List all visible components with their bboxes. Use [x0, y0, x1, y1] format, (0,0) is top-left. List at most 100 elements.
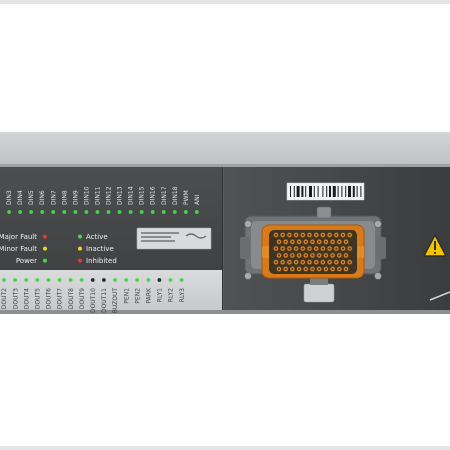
- dout-led: [79, 278, 84, 282]
- din-label: DIN6: [39, 190, 46, 205]
- din-label: ANI: [194, 194, 201, 205]
- legend-label: Active: [86, 233, 108, 241]
- din-label: DIN17: [161, 186, 168, 205]
- dout-label: DOUT10: [90, 288, 97, 313]
- dout-led: [146, 278, 151, 282]
- dout-label: PEN2: [134, 288, 141, 304]
- dout-label: DOUT9: [79, 288, 86, 309]
- multipin-connector: [240, 206, 386, 303]
- din-led: [95, 210, 100, 214]
- din-led: [84, 210, 89, 214]
- dout-led: [135, 278, 140, 282]
- din-led: [117, 210, 122, 214]
- din-label: DIN9: [72, 190, 79, 205]
- din-led: [172, 210, 177, 214]
- dout-row: DOUT2 DOUT3 DOUT4 DOUT5 DOUT6 DOUT7 DOUT8 DOUT9…: [1, 278, 186, 313]
- dout-label: PEN1: [123, 288, 130, 304]
- dout-label: RLY1: [157, 288, 164, 302]
- din-led: [18, 210, 22, 214]
- dout-label: DOUT4: [23, 288, 30, 309]
- din-led: [161, 210, 166, 214]
- din-label: DIN3: [6, 190, 13, 205]
- dout-led: [13, 278, 17, 282]
- dout-label: RLY3: [179, 288, 186, 302]
- dout-led: [68, 278, 73, 282]
- barcode-label: [286, 182, 365, 201]
- din-row: DIN2 DIN3 DIN4 DIN5 DIN6 DIN7 DIN8 DIN9 DIN10 DIN…: [0, 186, 201, 214]
- legend-label: Inhibited: [86, 257, 117, 265]
- din-label: DIN12: [106, 186, 113, 205]
- dout-led: [102, 278, 106, 282]
- din-label: DIN13: [117, 186, 124, 205]
- din-led: [62, 210, 67, 214]
- din-led: [183, 210, 188, 214]
- din-label: DIN7: [50, 190, 57, 205]
- dout-led: [168, 278, 173, 282]
- dout-label: DOUT11: [101, 288, 108, 313]
- din-led: [195, 210, 199, 214]
- din-label: DIN10: [83, 186, 90, 205]
- legend-label: Power: [16, 257, 37, 265]
- din-label: DIN14: [128, 186, 135, 205]
- din-label: PWM: [183, 190, 190, 205]
- dout-label: DOUT6: [46, 288, 53, 309]
- din-led: [51, 210, 56, 214]
- dout-label: DOUT5: [35, 288, 42, 309]
- top-cover-shadow: [0, 164, 450, 167]
- io-front-panel: [0, 167, 222, 270]
- cable-strap: [429, 291, 450, 301]
- legend-led: [43, 258, 47, 263]
- din-label: DIN4: [17, 190, 24, 205]
- dout-label: BUZOUT: [112, 288, 119, 314]
- dout-led: [46, 278, 51, 282]
- din-led: [106, 210, 111, 214]
- dout-led: [57, 278, 62, 282]
- dout-label: DOUT7: [57, 288, 64, 309]
- dout-label: DOUT2: [1, 288, 8, 309]
- dout-label: PARK: [146, 287, 153, 304]
- legend-led: [43, 234, 47, 239]
- din-led: [128, 210, 133, 214]
- din-label: DIN5: [28, 190, 35, 205]
- legend-label: Minor Fault: [0, 245, 37, 253]
- dout-led: [24, 278, 29, 282]
- legend-led: [78, 258, 82, 263]
- dout-led: [113, 278, 117, 282]
- din-label: DIN8: [61, 190, 68, 205]
- bottom-label-band: [0, 270, 222, 312]
- din-led: [7, 210, 11, 214]
- dout-led: [90, 278, 95, 282]
- bottom-frame-edge: [0, 446, 450, 450]
- dout-label: RLY2: [168, 288, 175, 302]
- chassis-top-cover: [0, 132, 450, 165]
- dout-led: [2, 278, 6, 282]
- dout-led: [35, 278, 40, 282]
- warning-triangle-icon: [423, 234, 447, 257]
- dout-led: [124, 278, 128, 282]
- legend-led: [43, 246, 47, 251]
- legend-label: Inactive: [86, 245, 114, 253]
- din-label: DIN11: [94, 186, 101, 205]
- logo-label: [136, 227, 212, 250]
- legend-led: [78, 234, 82, 239]
- din-led: [73, 210, 78, 214]
- dout-led: [157, 278, 162, 282]
- top-frame-edge: [0, 0, 450, 4]
- din-led: [29, 210, 34, 214]
- din-led: [139, 210, 144, 214]
- dout-label: DOUT8: [68, 288, 75, 309]
- din-label: DIN16: [150, 186, 157, 205]
- din-label: DIN2: [0, 190, 2, 205]
- dout-label: DOUT3: [12, 288, 19, 309]
- legend-label: Major Fault: [0, 233, 37, 241]
- din-label: DIN15: [139, 186, 146, 205]
- din-label: DIN18: [172, 186, 179, 205]
- chassis-bottom-edge: [0, 310, 450, 314]
- din-led: [150, 210, 155, 214]
- dout-led: [179, 278, 184, 282]
- din-led: [40, 210, 45, 214]
- legend-led: [78, 246, 82, 251]
